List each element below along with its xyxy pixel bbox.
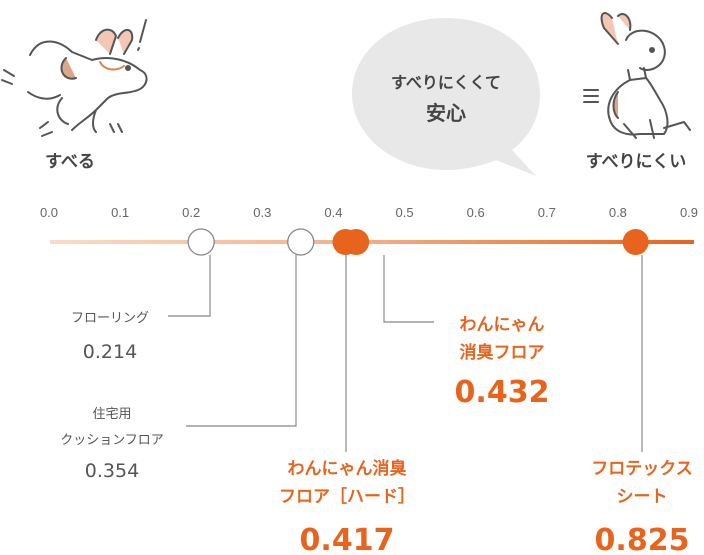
x-tick-label: 0.3 — [253, 205, 271, 220]
axis-ticks: 0.0 0.1 0.2 0.3 0.4 0.5 0.6 0.7 0.8 0.9 — [40, 205, 698, 220]
slipping-dog-illustration — [1, 19, 148, 137]
bubble-line-1: すべりにくくて — [391, 73, 501, 92]
speech-bubble: すべりにくくて 安心 — [352, 18, 540, 176]
data-point-highlight — [343, 229, 370, 255]
sitting-dog-illustration — [583, 12, 691, 139]
axis-line — [50, 240, 694, 244]
point-value-label: 0.825 — [595, 523, 690, 555]
point-name-label: 住宅用 — [92, 407, 131, 422]
x-tick-label: 0.6 — [467, 205, 485, 220]
point-value-label: 0.417 — [300, 523, 395, 555]
point-name-label: わんにゃん — [460, 315, 545, 335]
point-name-label: わんにゃん消臭 — [288, 458, 407, 479]
leader-line — [186, 255, 297, 427]
data-point — [187, 228, 215, 256]
x-tick-label: 0.9 — [680, 205, 698, 220]
x-tick-label: 0.1 — [111, 205, 129, 220]
slippery-caption: すべる — [45, 152, 95, 172]
slip-axis — [50, 240, 694, 244]
data-points — [187, 228, 649, 256]
bubble-line-2: 安心 — [426, 101, 466, 125]
point-name-label: 消臭フロア — [460, 342, 545, 363]
point-name-label: シート — [617, 487, 668, 507]
x-tick-label: 0.8 — [609, 205, 627, 220]
x-tick-label: 0.2 — [182, 205, 200, 220]
x-tick-label: 0.5 — [396, 205, 414, 220]
point-name-label: クッションフロア — [60, 433, 164, 448]
data-point — [287, 228, 315, 256]
slip-resistant-caption: すべりにくい — [586, 152, 686, 172]
leader-line — [168, 255, 211, 317]
point-value-label: 0.354 — [85, 460, 139, 482]
leader-line — [383, 255, 434, 323]
point-name-label: フロテックス — [591, 459, 693, 479]
leader-lines — [168, 255, 643, 452]
point-value-label: 0.432 — [455, 375, 550, 410]
data-point-highlight — [622, 229, 649, 255]
point-value-label: 0.214 — [83, 341, 137, 363]
x-tick-label: 0.0 — [40, 205, 58, 220]
point-name-label: フローリング — [71, 311, 149, 326]
x-tick-label: 0.7 — [538, 205, 556, 220]
point-name-label: フロア［ハード］ — [279, 486, 415, 507]
x-tick-label: 0.4 — [324, 205, 342, 220]
